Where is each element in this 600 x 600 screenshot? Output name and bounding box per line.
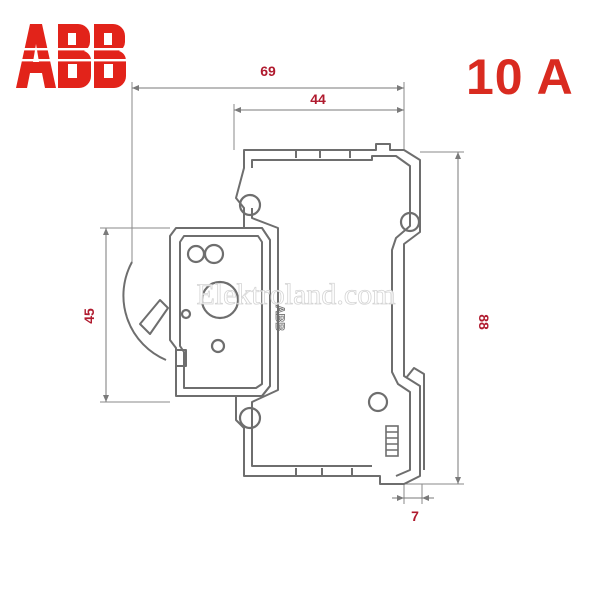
dim-label-69: 69 (260, 63, 276, 79)
dim-label-88: 88 (476, 314, 492, 330)
terminal-screws (180, 193, 421, 430)
dim-label-45: 45 (81, 308, 97, 324)
watermark: Elektroland.com (196, 278, 395, 311)
abb-logo (14, 24, 126, 88)
rail-connector (385, 425, 399, 457)
breaker-outline (122, 143, 425, 485)
body-marking: ABB (273, 305, 287, 331)
current-rating: 10 A (466, 49, 574, 105)
dim-arrow-7-left (397, 495, 404, 501)
dim-label-7: 7 (411, 508, 419, 524)
dim-arrow-7-right (422, 495, 429, 501)
dim-label-44: 44 (310, 91, 326, 107)
